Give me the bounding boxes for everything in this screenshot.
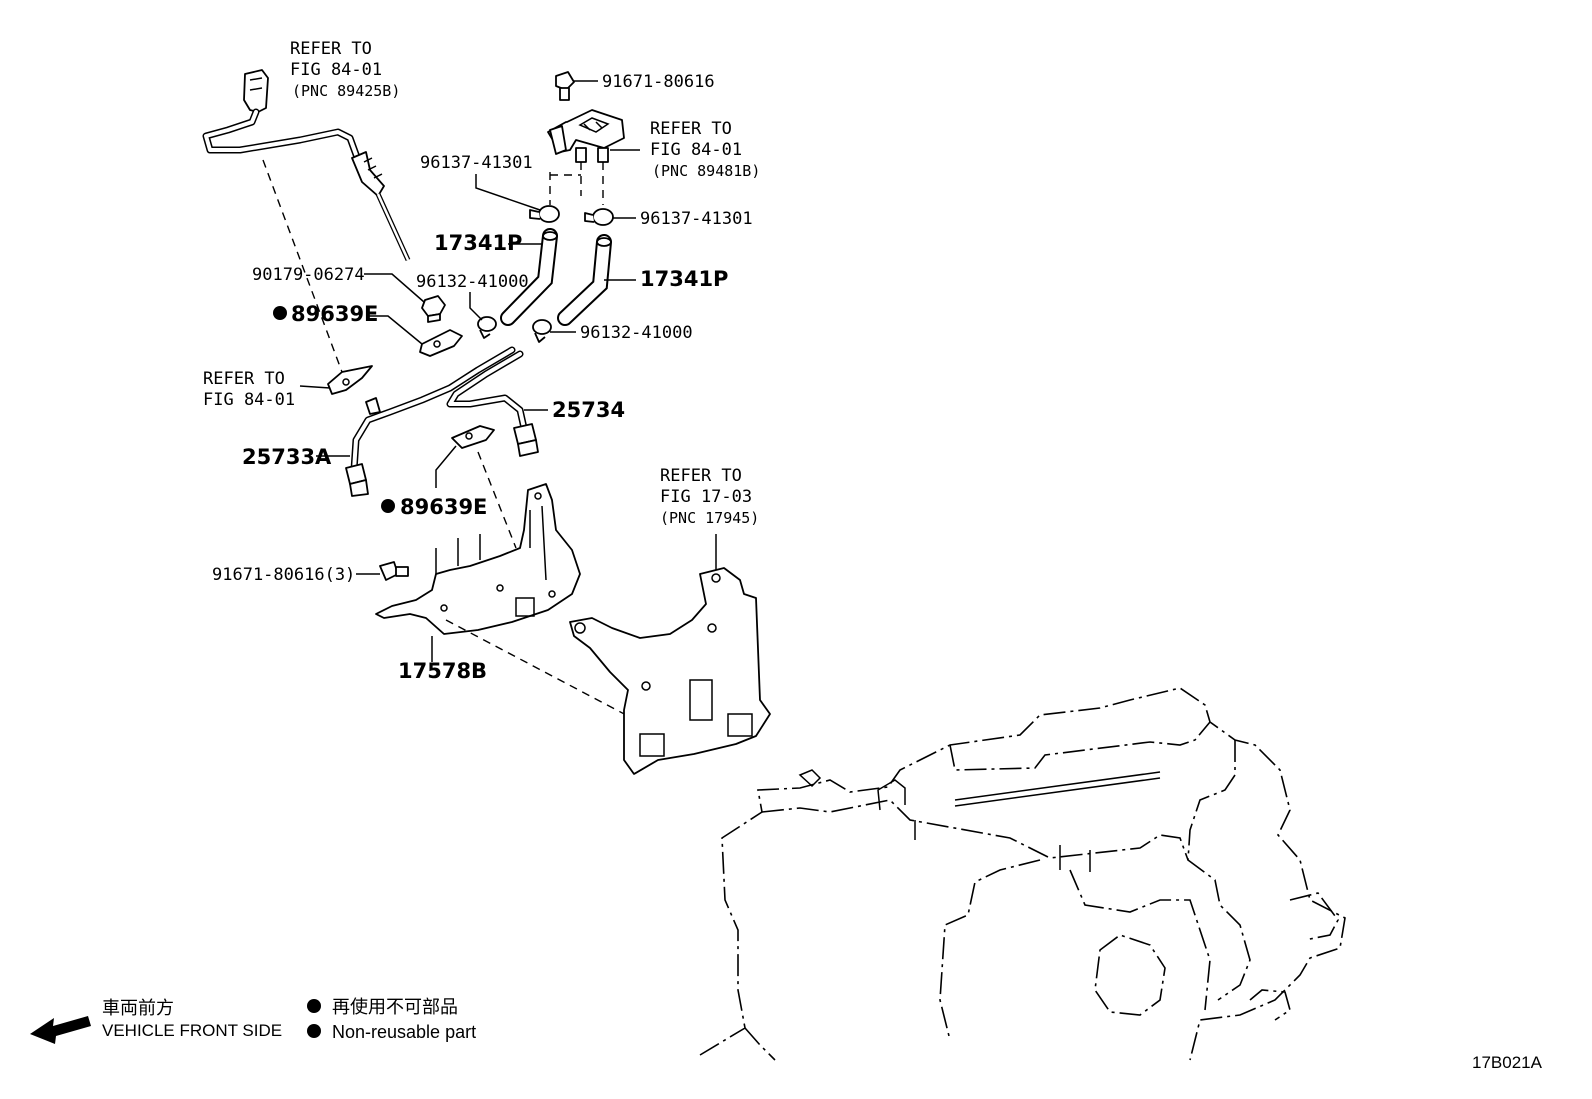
ref-bracket-line1: REFER TO (660, 466, 742, 486)
label-clip-right: 96137-41301 (640, 209, 753, 229)
label-bolt-top: 91671-80616 (602, 72, 715, 92)
leader-dash (262, 159, 343, 373)
ref-pressure-line1: REFER TO (650, 119, 732, 139)
label-pipe-right: 25734 (552, 398, 625, 422)
clip-right-graphic (584, 208, 614, 226)
hose-clamp-right-graphic (532, 319, 552, 343)
label-clip-left: 96137-41301 (420, 153, 533, 173)
clamp-bracket-graphic (327, 365, 373, 395)
legend-nonreuse-jp: 再使用不可部品 (332, 997, 458, 1017)
ref-pressure-line2: FIG 84-01 (650, 140, 742, 160)
bracket-graphic (375, 483, 581, 635)
hose-clamp-left-graphic (477, 316, 497, 339)
label-hose-right: 17341P (640, 267, 728, 291)
leader-lines (299, 80, 717, 662)
ref-sensor-line3: (PNC 89425B) (292, 82, 400, 100)
exhaust-temp-sensor (202, 69, 411, 262)
figure-id: 17B021A (1472, 1053, 1543, 1072)
label-clamp-hose-right: 96132-41000 (580, 323, 693, 343)
label-bracket: 17578B (398, 659, 487, 683)
legend-front-en: VEHICLE FRONT SIDE (102, 1021, 282, 1040)
label-gasket-top: 89639E (291, 302, 378, 326)
legend-dot-jp (307, 999, 321, 1013)
engine-outline (699, 687, 1346, 1061)
legend: 車両前方 VEHICLE FRONT SIDE 再使用不可部品 Non-reus… (30, 997, 476, 1044)
pipe-left-graphic (345, 346, 516, 497)
ref-sensor-line2: FIG 84-01 (290, 60, 382, 80)
label-hose-left: 17341P (434, 231, 522, 255)
legend-nonreuse-en: Non-reusable part (332, 1022, 476, 1042)
nonreuse-marker-bottom (381, 499, 395, 513)
hose-right-graphic (557, 234, 612, 326)
ref-clamp-line2: FIG 84-01 (203, 390, 295, 410)
label-clamp-hose-left: 96132-41000 (416, 272, 529, 292)
ref-sensor-line1: REFER TO (290, 39, 372, 59)
legend-dot-en (307, 1024, 321, 1038)
label-pipe-left: 25733A (242, 445, 332, 469)
label-bolt-bracket: 91671-80616(3) (212, 565, 355, 585)
ref-pressure-line3: (PNC 89481B) (652, 162, 760, 180)
pipe-right-graphic (446, 350, 539, 457)
hose-left-graphic (500, 228, 558, 326)
labels: REFER TO FIG 84-01 (PNC 89425B) REFER TO… (203, 39, 760, 683)
nut-graphic (421, 295, 446, 323)
ref-clamp-line1: REFER TO (203, 369, 285, 389)
bolt-bracket-graphic (379, 561, 409, 581)
bracket-right-graphic (569, 567, 771, 775)
label-gasket-bottom: 89639E (400, 495, 487, 519)
legend-front-jp: 車両前方 (102, 998, 174, 1018)
front-arrow-icon (30, 1016, 91, 1044)
nonreuse-marker-top (273, 306, 287, 320)
gasket-bottom-graphic (451, 425, 495, 449)
gasket-top-graphic (419, 329, 463, 357)
clip-left-graphic (529, 205, 560, 223)
label-nut: 90179-06274 (252, 265, 365, 285)
pressure-sensor (547, 109, 625, 163)
ref-bracket-line3: (PNC 17945) (660, 509, 759, 527)
bolt-top-graphic (555, 71, 575, 101)
ref-bracket-line2: FIG 17-03 (660, 487, 752, 507)
